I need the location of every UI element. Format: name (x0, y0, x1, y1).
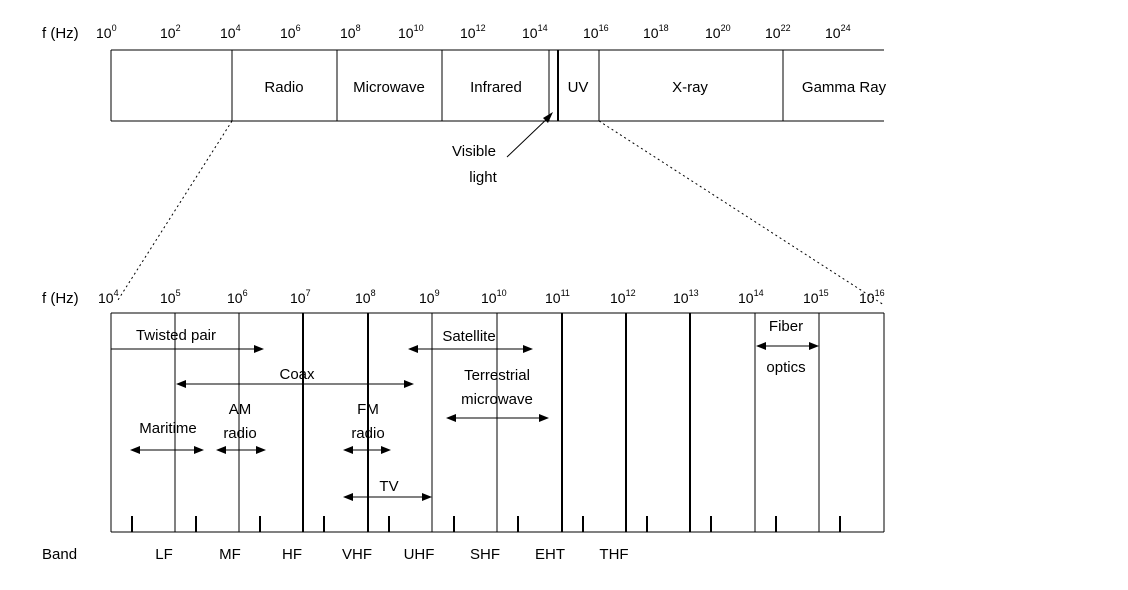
top-frequency-ticks: 100 102 104 106 108 1010 1012 1014 1016 … (96, 23, 851, 41)
bottom-axis-label: f (Hz) (42, 290, 79, 307)
top-tick-10: 1010 (398, 23, 424, 41)
region-microwave: Microwave (353, 79, 425, 96)
am-radio-range-arrow (216, 446, 266, 454)
visible-light-arrowhead (543, 112, 553, 123)
zoom-line-right (598, 120, 885, 306)
band-lf: LF (155, 546, 173, 563)
bottom-tick-14: 1014 (738, 288, 764, 306)
satellite-range-arrow (408, 345, 533, 353)
top-tick-14: 1014 (522, 23, 548, 41)
maritime-range-arrow (130, 446, 204, 454)
visible-light-label-2: light (469, 169, 497, 186)
fiber-optics-label-2: optics (766, 359, 805, 376)
top-tick-24: 1024 (825, 23, 851, 41)
top-tick-20: 1020 (705, 23, 731, 41)
bottom-tick-12: 1012 (610, 288, 636, 306)
am-radio-label-1: AM (229, 401, 252, 418)
top-spectrum-bar (110, 49, 884, 122)
top-tick-4: 104 (220, 23, 241, 41)
bottom-tick-11: 1011 (545, 288, 570, 306)
coax-label: Coax (279, 366, 315, 383)
tv-range-arrow (343, 493, 432, 501)
visible-light-pointer (506, 115, 551, 158)
band-label: Band (42, 546, 77, 563)
top-tick-18: 1018 (643, 23, 669, 41)
fiber-optics-range-arrow (756, 342, 819, 350)
band-mf: MF (219, 546, 241, 563)
top-tick-2: 102 (160, 23, 181, 41)
zoom-line-left (117, 120, 233, 301)
top-axis-label: f (Hz) (42, 25, 79, 42)
top-tick-6: 106 (280, 23, 301, 41)
maritime-label: Maritime (139, 420, 197, 437)
bottom-tick-15: 1015 (803, 288, 829, 306)
top-tick-8: 108 (340, 23, 361, 41)
bottom-tick-7: 107 (290, 288, 311, 306)
bottom-frequency-ticks: 104 105 106 107 108 109 1010 1011 1012 1… (98, 288, 885, 306)
bottom-tick-9: 109 (419, 288, 440, 306)
band-vhf: VHF (342, 546, 372, 563)
am-radio-label-2: radio (223, 425, 256, 442)
fm-radio-label-2: radio (351, 425, 384, 442)
coax-range-arrow (176, 380, 414, 388)
top-tick-22: 1022 (765, 23, 791, 41)
bottom-tick-6: 106 (227, 288, 248, 306)
bottom-tick-13: 1013 (673, 288, 699, 306)
bottom-tick-8: 108 (355, 288, 376, 306)
region-gamma-ray: Gamma Ray (802, 79, 887, 96)
fm-radio-range-arrow (343, 446, 391, 454)
band-eht: EHT (535, 546, 565, 563)
twisted-pair-range-arrow (111, 345, 264, 353)
band-uhf: UHF (404, 546, 435, 563)
band-shf: SHF (470, 546, 500, 563)
bottom-tick-5: 105 (160, 288, 181, 306)
region-infrared: Infrared (470, 79, 522, 96)
visible-light-label-1: Visible (452, 143, 496, 160)
band-hf: HF (282, 546, 302, 563)
top-tick-0: 100 (96, 23, 117, 41)
top-tick-16: 1016 (583, 23, 609, 41)
bottom-tick-10: 1010 (481, 288, 507, 306)
terrestrial-microwave-range-arrow (446, 414, 549, 422)
region-radio: Radio (264, 79, 303, 96)
region-xray: X-ray (672, 79, 708, 96)
twisted-pair-label: Twisted pair (136, 327, 216, 344)
fm-radio-label-1: FM (357, 401, 379, 418)
top-tick-12: 1012 (460, 23, 486, 41)
terrestrial-microwave-label-2: microwave (461, 391, 533, 408)
tv-label: TV (379, 478, 398, 495)
fiber-optics-label-1: Fiber (769, 318, 803, 335)
satellite-label: Satellite (442, 328, 495, 345)
terrestrial-microwave-label-1: Terrestrial (464, 367, 530, 384)
bottom-spectrum-grid (110, 312, 885, 533)
bottom-tick-4: 104 (98, 288, 119, 306)
region-uv: UV (568, 79, 589, 96)
band-thf: THF (599, 546, 628, 563)
